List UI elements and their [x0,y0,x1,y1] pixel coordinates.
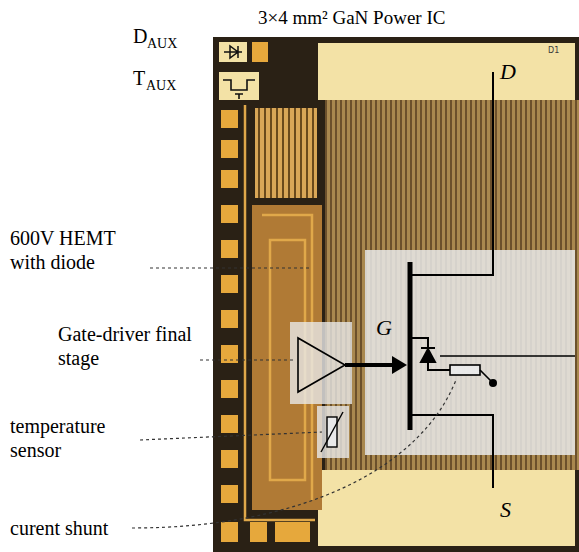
source-pad [318,470,575,546]
driver-triangle [298,338,345,392]
part-label: temperature sensor [10,414,135,462]
transistor-symbol [223,80,255,99]
chip-title: 3×4 mm² GaN Power IC [258,6,445,30]
diode-symbol [224,46,242,58]
hemt-overlay [365,250,575,455]
driver-overlay [290,322,352,404]
drain-pad [318,43,575,100]
shunt-wire [440,356,575,383]
thermistor-slash [321,412,343,452]
metal-trace [245,105,315,520]
leader-line [150,267,312,268]
diode-symbol [421,349,435,362]
hemt-channel [408,262,413,430]
schematic [298,72,575,488]
source-wire [410,415,493,488]
pin-name: D [133,24,147,48]
diode-wire [410,338,450,370]
shunt-resistor [450,365,480,375]
aux-fingers [255,108,317,198]
junction-dot [489,379,497,387]
terminal-name: S [500,498,511,522]
pin-name: T [133,66,145,90]
aux-transistor-pad [219,72,259,100]
part-label: Gate-driver final stage [58,322,198,370]
gate-wire [345,363,394,367]
die-border [213,37,579,552]
part-label: curent shunt [10,516,108,540]
pin-subscript: AUX [147,36,177,52]
bond-pad [252,42,268,62]
gate-arrowhead [392,356,407,374]
diode-bar [421,347,435,349]
terminal-name: D [500,60,516,84]
pin-subscript: AUX [146,78,176,94]
drain-wire [410,72,493,275]
leader-line [132,380,456,528]
die-marking: D1 [548,46,559,55]
aux-diode-pad [219,42,247,62]
leader-lines [132,268,456,528]
part-label: 600V HEMT with diode [10,226,130,274]
leader-line [200,359,294,360]
terminal-name: G [376,316,392,340]
overlay-panels [290,250,575,458]
chip-die [213,37,579,552]
leader-line [140,432,322,440]
